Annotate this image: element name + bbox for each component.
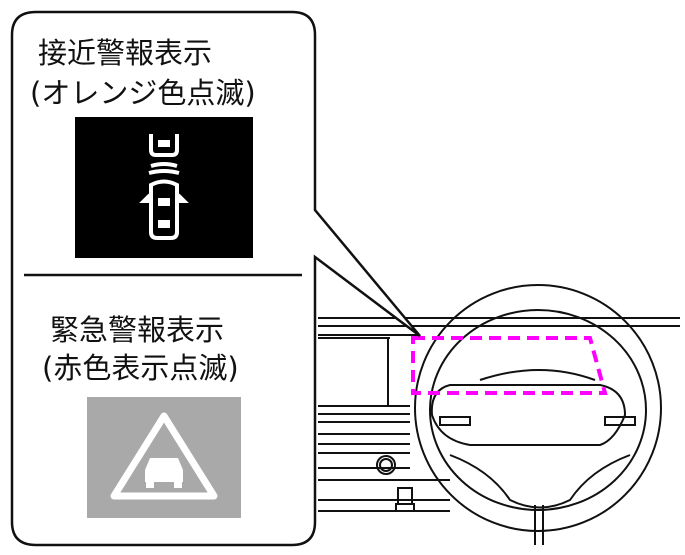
emergency-warning-subtitle: (赤色表示点滅) xyxy=(42,351,239,385)
emergency-warning-icon xyxy=(110,412,218,500)
emergency-warning-title: 緊急警報表示 xyxy=(50,313,225,347)
approach-warning-icon xyxy=(139,134,189,240)
display-highlight-area xyxy=(411,336,608,395)
dashboard-drawing xyxy=(318,284,680,545)
approach-warning-title: 接近警報表示 xyxy=(38,36,213,70)
approach-warning-subtitle: (オレンジ色点滅) xyxy=(30,76,256,110)
